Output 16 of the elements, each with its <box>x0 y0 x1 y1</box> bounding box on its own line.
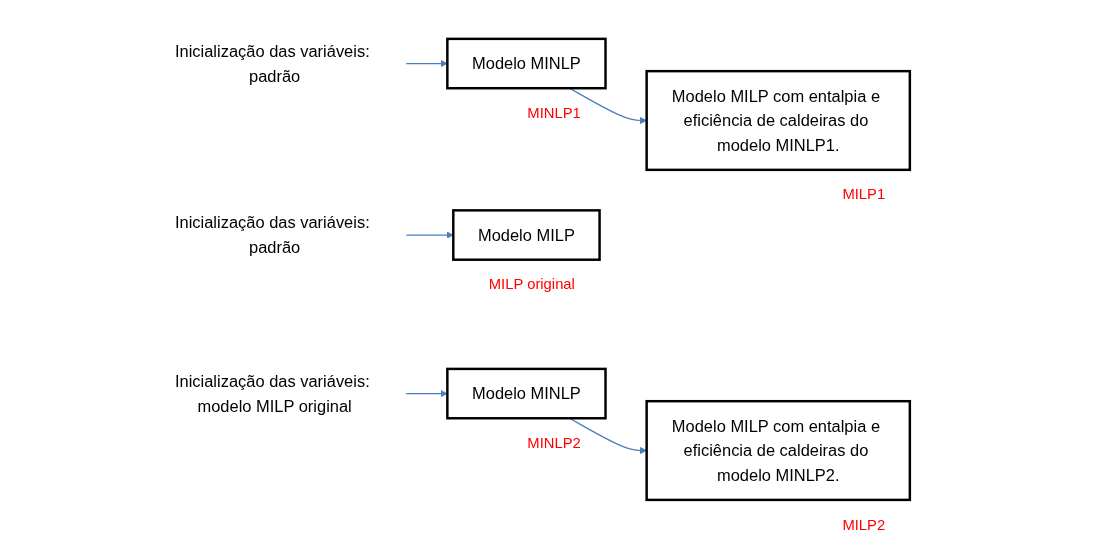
node-label: MILP original <box>488 276 575 293</box>
node-text: Inicialização das variáveis: padrão <box>174 213 370 257</box>
node-label: MINLP2 <box>527 434 581 452</box>
node-label: MINLP1 <box>527 104 581 122</box>
node-label: MILP1 <box>842 186 886 203</box>
node-text: Inicialização das variáveis: padrão <box>174 42 370 85</box>
arrow <box>405 389 448 398</box>
node-box: Modelo MILP com entalpia e eficiência de caldeiras do modelo MINLP2. <box>645 399 912 502</box>
node-label: MILP2 <box>842 516 886 533</box>
node-box: Modelo MILP <box>452 209 601 261</box>
node-box: Modelo MINLP <box>446 367 607 420</box>
node-box: Modelo MINLP <box>446 37 607 90</box>
node-text: Inicialização das variáveis: modelo MILP original <box>174 372 370 415</box>
node-box: Modelo MILP com entalpia e eficiência de caldeiras do modelo MINLP1. <box>645 69 912 172</box>
arrow <box>405 59 448 68</box>
arrow <box>405 231 454 239</box>
